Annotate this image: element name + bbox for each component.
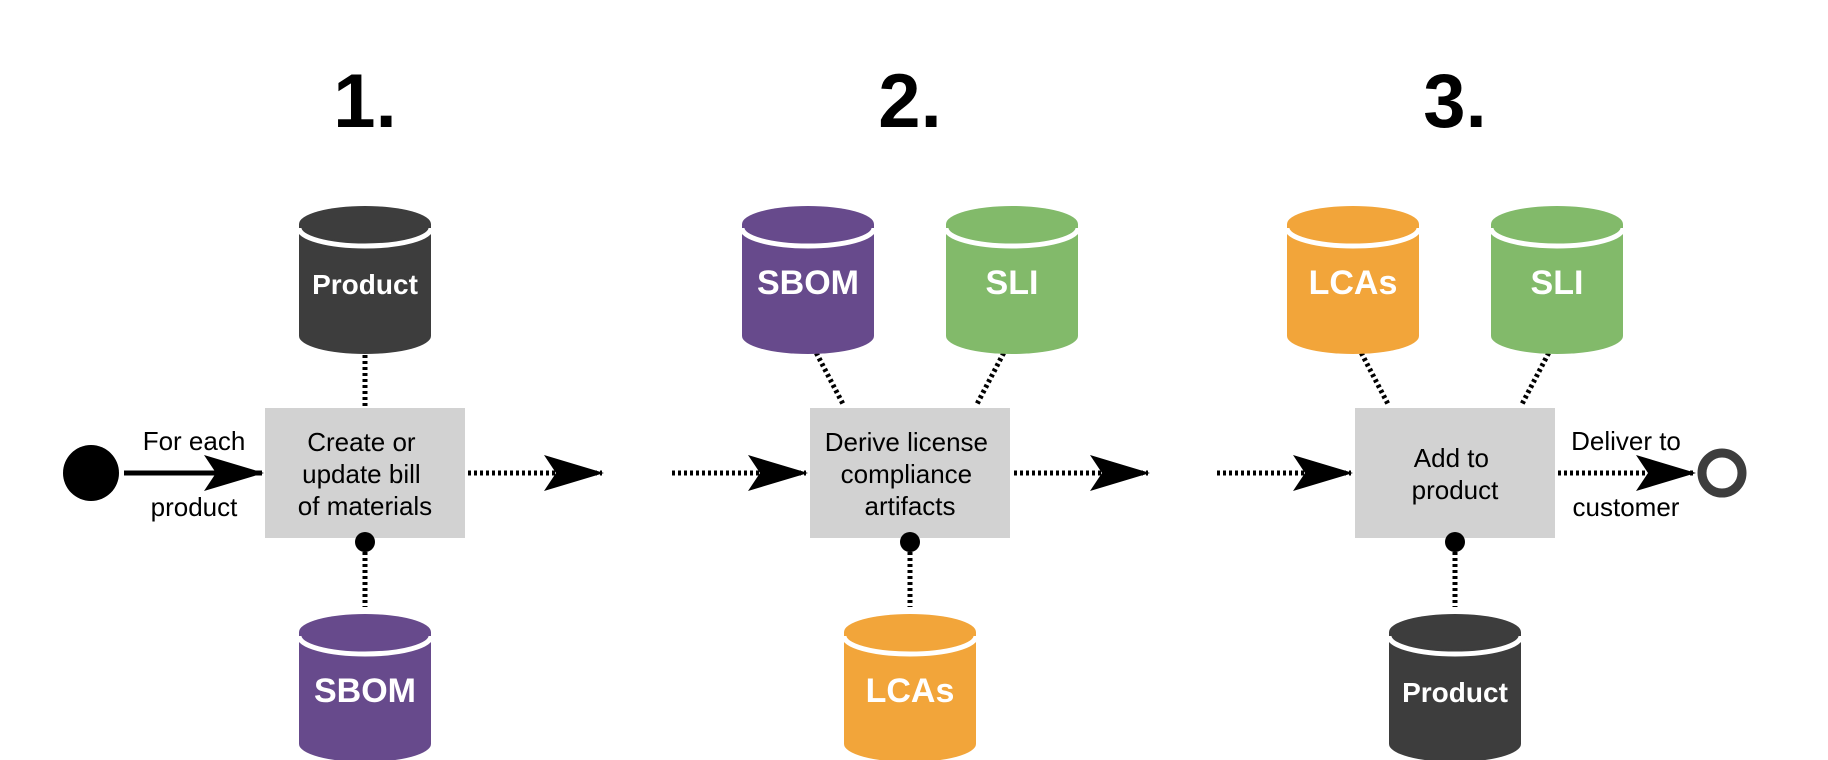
process-2-text: Derive license compliance artifacts [825,427,996,521]
datastore-lcas: LCAs [841,614,979,760]
connector-dot [1445,532,1465,552]
datastore-sli: SLI [1488,206,1626,354]
end-node [1697,448,1747,498]
datastore-label: SLI [1531,264,1584,302]
process-box-2 [810,408,1010,538]
cylinder-top [844,614,976,650]
process-box-1 [265,408,465,538]
cylinder-top [742,206,874,242]
datastore-label: Product [1402,677,1508,708]
cylinder-rim [1488,227,1626,249]
cylinder-body [742,224,874,354]
step-1-number: 1. [333,59,396,144]
datastore-lcas: LCAs [1284,206,1422,354]
datastore-label: SLI [986,264,1039,302]
cylinder-body [1491,224,1623,354]
process-1-text: Create or update bill of materials [298,427,432,521]
step-2-number: 2. [878,59,941,144]
datastore-sli: SLI [943,206,1081,354]
cylinder-top [1287,206,1419,242]
datastore-label: SBOM [314,672,416,710]
cylinder-rim [296,227,434,249]
cylinder-body [1389,632,1521,760]
start-node [63,445,119,501]
datastore-label: LCAs [1309,264,1398,302]
cylinder-body [844,632,976,760]
connector-dot [355,532,375,552]
cylinder-rim [1284,227,1422,249]
cylinder-body [299,224,431,354]
process-1-line-1: Create or [307,427,416,457]
process-box-3 [1355,408,1555,538]
step-3-number: 3. [1423,59,1486,144]
process-2-line-1: Derive license [825,427,988,457]
cylinder-body [299,632,431,760]
end-label-top: Deliver to [1571,426,1681,456]
connector-dot [900,532,920,552]
datastore-product: Product [296,206,434,354]
process-2-line-2: compliance [841,459,973,489]
process-3-text: Add to product [1412,443,1499,505]
cylinder-rim [296,635,434,657]
process-3-line-2: product [1412,475,1499,505]
cylinder-body [1287,224,1419,354]
cylinder-top [299,614,431,650]
cylinder-top [299,206,431,242]
cylinder-rim [943,227,1081,249]
cylinder-rim [841,635,979,657]
datastore-sbom: SBOM [739,206,877,354]
process-1-line-3: of materials [298,491,432,521]
datastore-sbom: SBOM [296,614,434,760]
end-label-bottom: customer [1573,492,1680,522]
datastore-product: Product [1386,614,1524,760]
cylinder-top [1491,206,1623,242]
datastore-label: SBOM [757,264,859,302]
cylinder-top [1389,614,1521,650]
start-label-bottom: product [151,492,238,522]
datastore-label: Product [312,269,418,300]
datastore-label: LCAs [866,672,955,710]
cylinder-rim [739,227,877,249]
process-1-line-2: update bill [302,459,421,489]
process-3-line-1: Add to [1414,443,1489,473]
cylinder-body [946,224,1078,354]
start-label-top: For each [143,426,246,456]
cylinder-top [946,206,1078,242]
process-2-line-3: artifacts [864,491,955,521]
cylinder-rim [1386,635,1524,657]
